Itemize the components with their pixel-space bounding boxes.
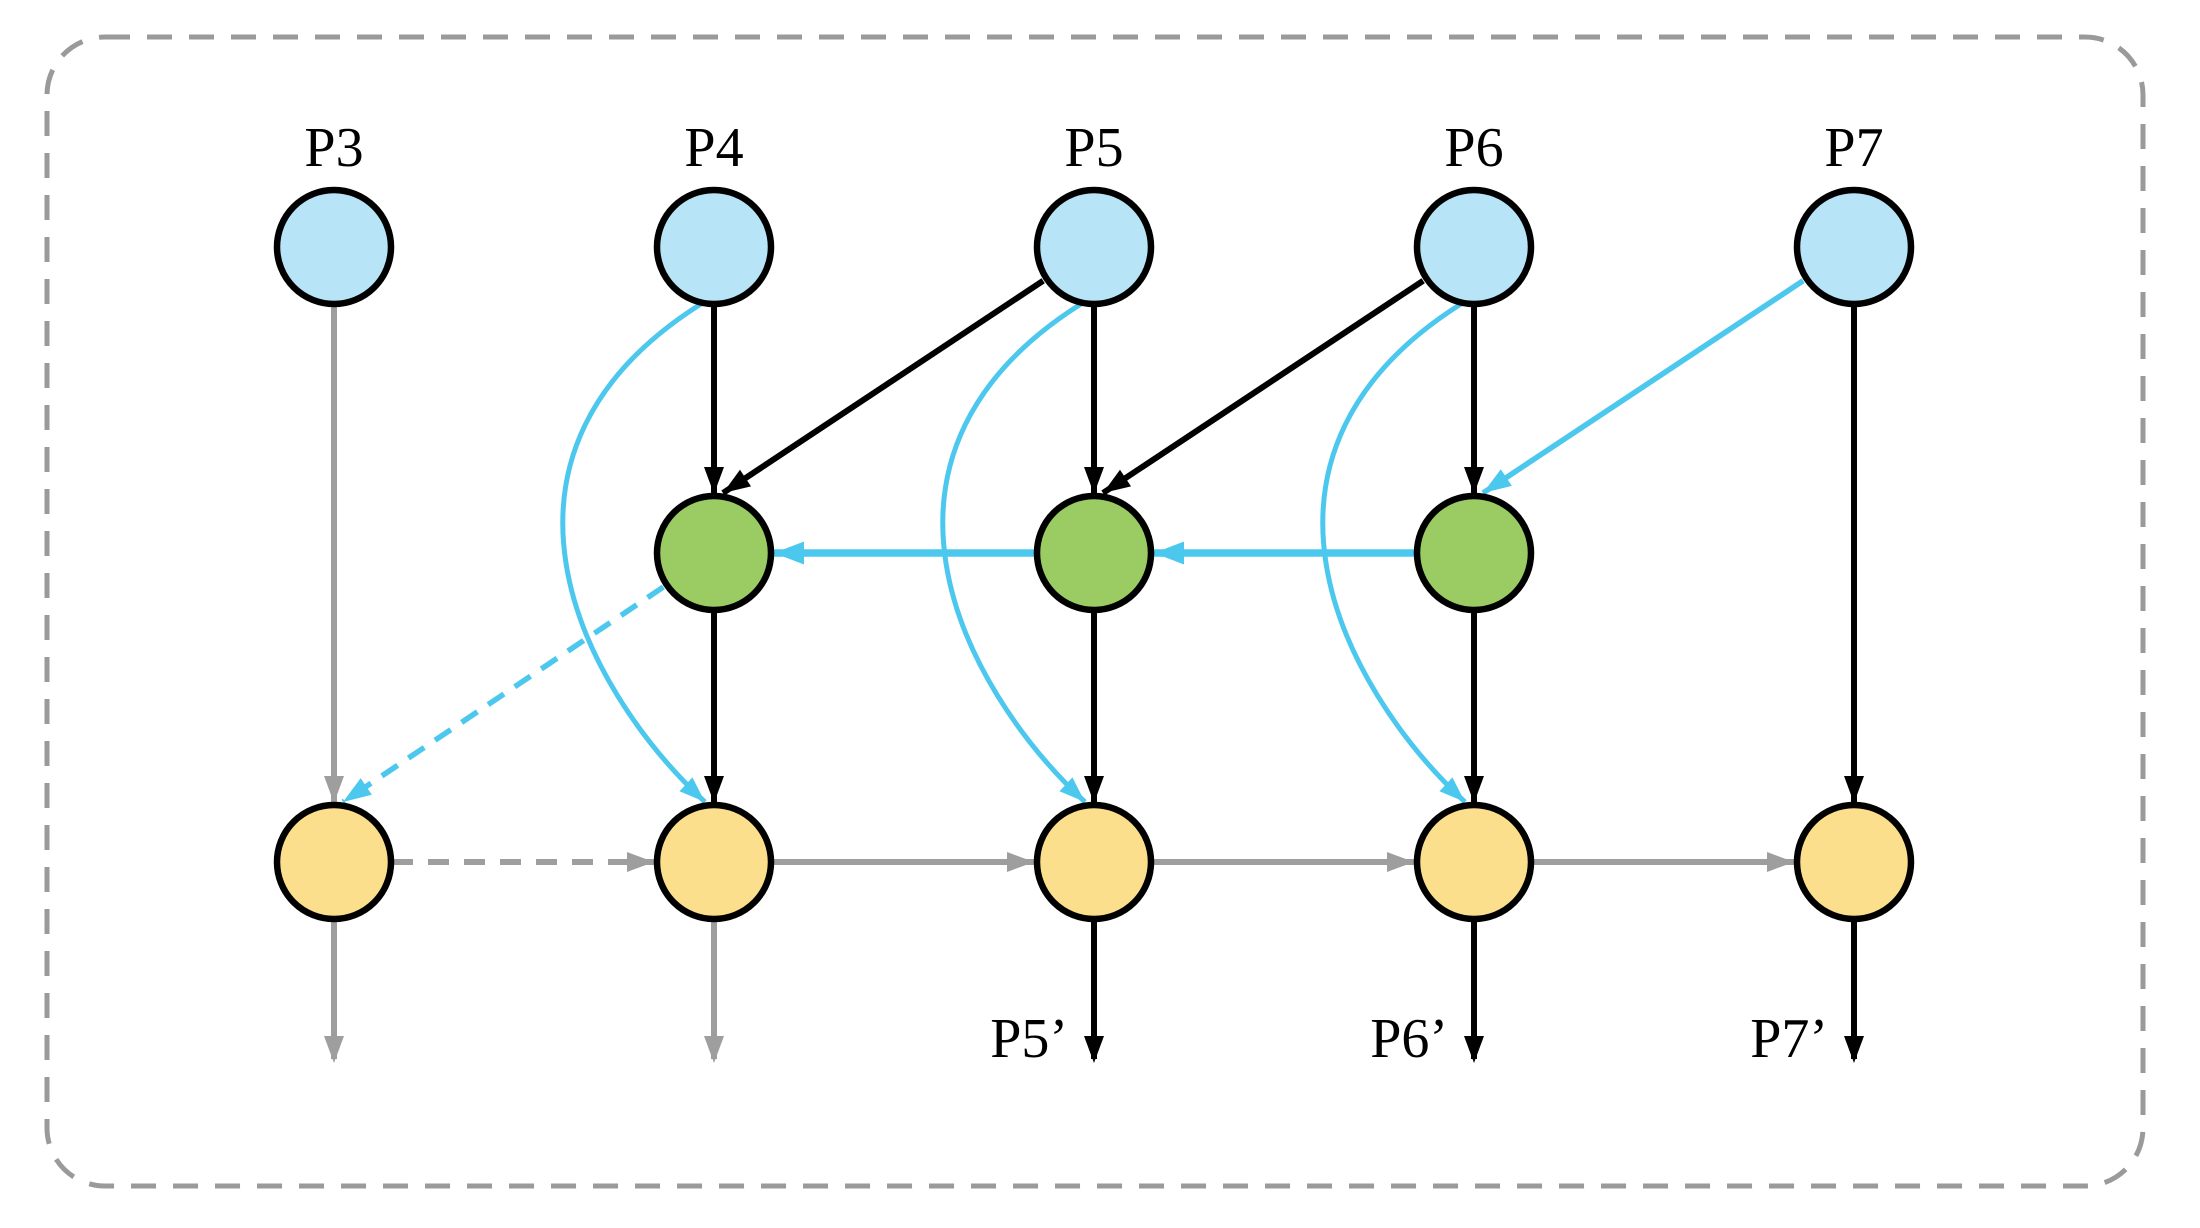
node-P7-bottom — [1793, 801, 1915, 923]
node-P5-bottom — [1033, 801, 1155, 923]
node-P4-mid — [653, 492, 775, 614]
node-P3-top — [273, 186, 395, 308]
output-label-P6: P6’ — [1370, 1008, 1448, 1070]
column-label-P3: P3 — [304, 117, 363, 179]
arrowhead — [1103, 469, 1132, 493]
node-P6-bottom — [1413, 801, 1535, 923]
node-P4-bottom — [653, 801, 775, 923]
arrowhead — [1844, 1036, 1864, 1063]
edge-P3.bottom-to-out — [324, 919, 344, 1063]
arrowhead — [343, 778, 372, 802]
output-label-P7: P7’ — [1750, 1008, 1828, 1070]
node-P7-top — [1793, 186, 1915, 308]
arrowhead — [1154, 541, 1184, 565]
arrowhead — [1767, 852, 1794, 872]
node-P5-top — [1033, 186, 1155, 308]
edge-P4.top-to-P4.bottom — [560, 296, 711, 804]
column-label-P6: P6 — [1444, 117, 1503, 179]
edge-P7.top-to-P7.bottom — [1844, 304, 1864, 803]
arrowhead — [704, 776, 724, 803]
arrowhead — [1084, 1036, 1104, 1063]
arrowhead — [704, 1036, 724, 1063]
edge-P6.mid-to-P6.bottom — [1464, 610, 1484, 803]
edge-P6.mid-to-P5.mid — [1154, 541, 1416, 565]
edge-P3.bottom-to-P4.bottom — [392, 852, 654, 872]
arrowhead — [1464, 776, 1484, 803]
edge-P5.bottom-to-out: P5’ — [990, 919, 1104, 1070]
arrowhead — [324, 1036, 344, 1063]
node-P4-top — [653, 186, 775, 308]
arrowhead — [1387, 852, 1414, 872]
edge-P5.top-to-P5.mid — [1084, 304, 1104, 494]
edge-P6.bottom-to-out: P6’ — [1370, 919, 1484, 1070]
node-P6-top — [1413, 186, 1535, 308]
output-label-P5: P5’ — [990, 1008, 1068, 1070]
figure-border — [44, 34, 2146, 1189]
arrowhead — [704, 467, 724, 494]
arrowhead — [1464, 467, 1484, 494]
edge-P4.top-to-P4.mid — [704, 304, 724, 494]
edge-P4.mid-to-P4.bottom — [704, 610, 724, 803]
arrowhead — [1084, 467, 1104, 494]
edge-P4.bottom-to-out — [704, 919, 724, 1063]
edge-P7.top-to-P6.mid — [1481, 278, 1805, 496]
edge-P6.top-to-P5.mid — [1101, 278, 1425, 496]
edge-P4.mid-to-P3.bottom — [341, 584, 665, 805]
arrowhead — [324, 776, 344, 803]
column-label-P5: P5 — [1064, 117, 1123, 179]
arrowhead — [1464, 1036, 1484, 1063]
edge-P5.top-to-P5.bottom — [940, 296, 1091, 804]
arrowhead — [1059, 777, 1085, 802]
edge-P5.mid-to-P5.bottom — [1084, 610, 1104, 803]
arrowhead — [1844, 776, 1864, 803]
edge-P6.bottom-to-P7.bottom — [1532, 852, 1794, 872]
node-P5-mid — [1033, 492, 1155, 614]
arrowhead — [1439, 777, 1465, 802]
edge-P4.bottom-to-P5.bottom — [772, 852, 1034, 872]
node-P6-mid — [1413, 492, 1535, 614]
edge-P5.bottom-to-P6.bottom — [1152, 852, 1414, 872]
arrowhead — [1084, 776, 1104, 803]
edge-P6.top-to-P6.mid — [1464, 304, 1484, 494]
edge-P5.top-to-P4.mid — [721, 278, 1045, 496]
edge-P7.bottom-to-out: P7’ — [1750, 919, 1864, 1070]
edge-P5.mid-to-P4.mid — [774, 541, 1036, 565]
arrowhead — [774, 541, 804, 565]
arrowhead — [1007, 852, 1034, 872]
arrowhead — [723, 469, 752, 493]
column-label-P4: P4 — [684, 117, 743, 179]
edge-P6.top-to-P6.bottom — [1320, 296, 1471, 804]
arrowhead — [1483, 469, 1512, 493]
column-label-P7: P7 — [1824, 117, 1883, 179]
arrowhead — [679, 777, 705, 802]
arrowhead — [627, 852, 654, 872]
node-P3-bottom — [273, 801, 395, 923]
edge-P3.top-to-P3.bottom — [324, 304, 344, 803]
